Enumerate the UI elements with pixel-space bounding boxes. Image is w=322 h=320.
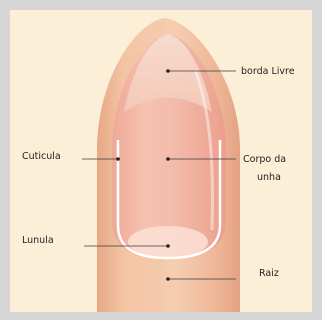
label-nail-body-line1: Corpo da xyxy=(243,154,286,165)
label-root: Raiz xyxy=(259,268,279,279)
label-cuticle: Cuticula xyxy=(22,151,61,162)
label-free-edge: borda Livre xyxy=(241,66,295,77)
label-lunula: Lunula xyxy=(22,235,54,246)
label-nail-body-line2: unha xyxy=(257,172,281,183)
